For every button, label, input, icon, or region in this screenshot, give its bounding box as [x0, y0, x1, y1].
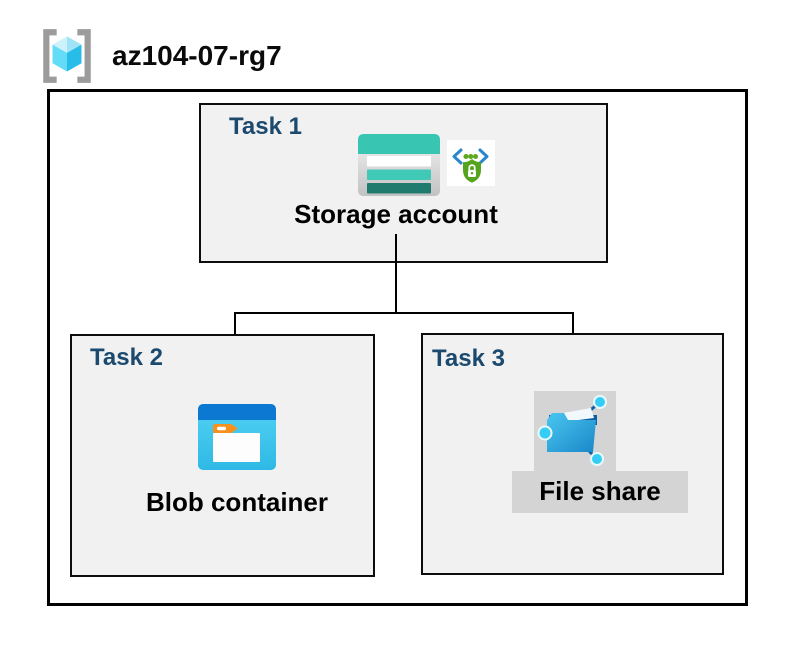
connector-line-vertical-top	[395, 234, 397, 313]
storage-account-icon	[358, 134, 440, 196]
resource-group-icon	[43, 29, 91, 83]
file-share-label-background: File share	[512, 471, 688, 513]
file-share-icon-background	[534, 391, 616, 472]
file-share-label: File share	[539, 476, 661, 506]
secure-access-icon	[447, 140, 495, 186]
task3-box: Task 3 File share	[421, 333, 724, 575]
resource-group-name: az104-07-rg7	[112, 40, 282, 71]
task2-label: Task 2	[90, 344, 163, 371]
blob-container-icon	[198, 404, 276, 470]
task2-box: Task 2 Blob container	[70, 334, 375, 577]
blob-container-label: Blob container	[145, 487, 328, 517]
connector-line-horizontal	[234, 312, 574, 314]
task1-box: Task 1 Storage account	[199, 103, 608, 263]
task1-label: Task 1	[229, 113, 302, 140]
file-share-icon	[537, 395, 607, 466]
storage-account-label: Storage account	[294, 199, 498, 229]
task3-label: Task 3	[432, 345, 505, 372]
